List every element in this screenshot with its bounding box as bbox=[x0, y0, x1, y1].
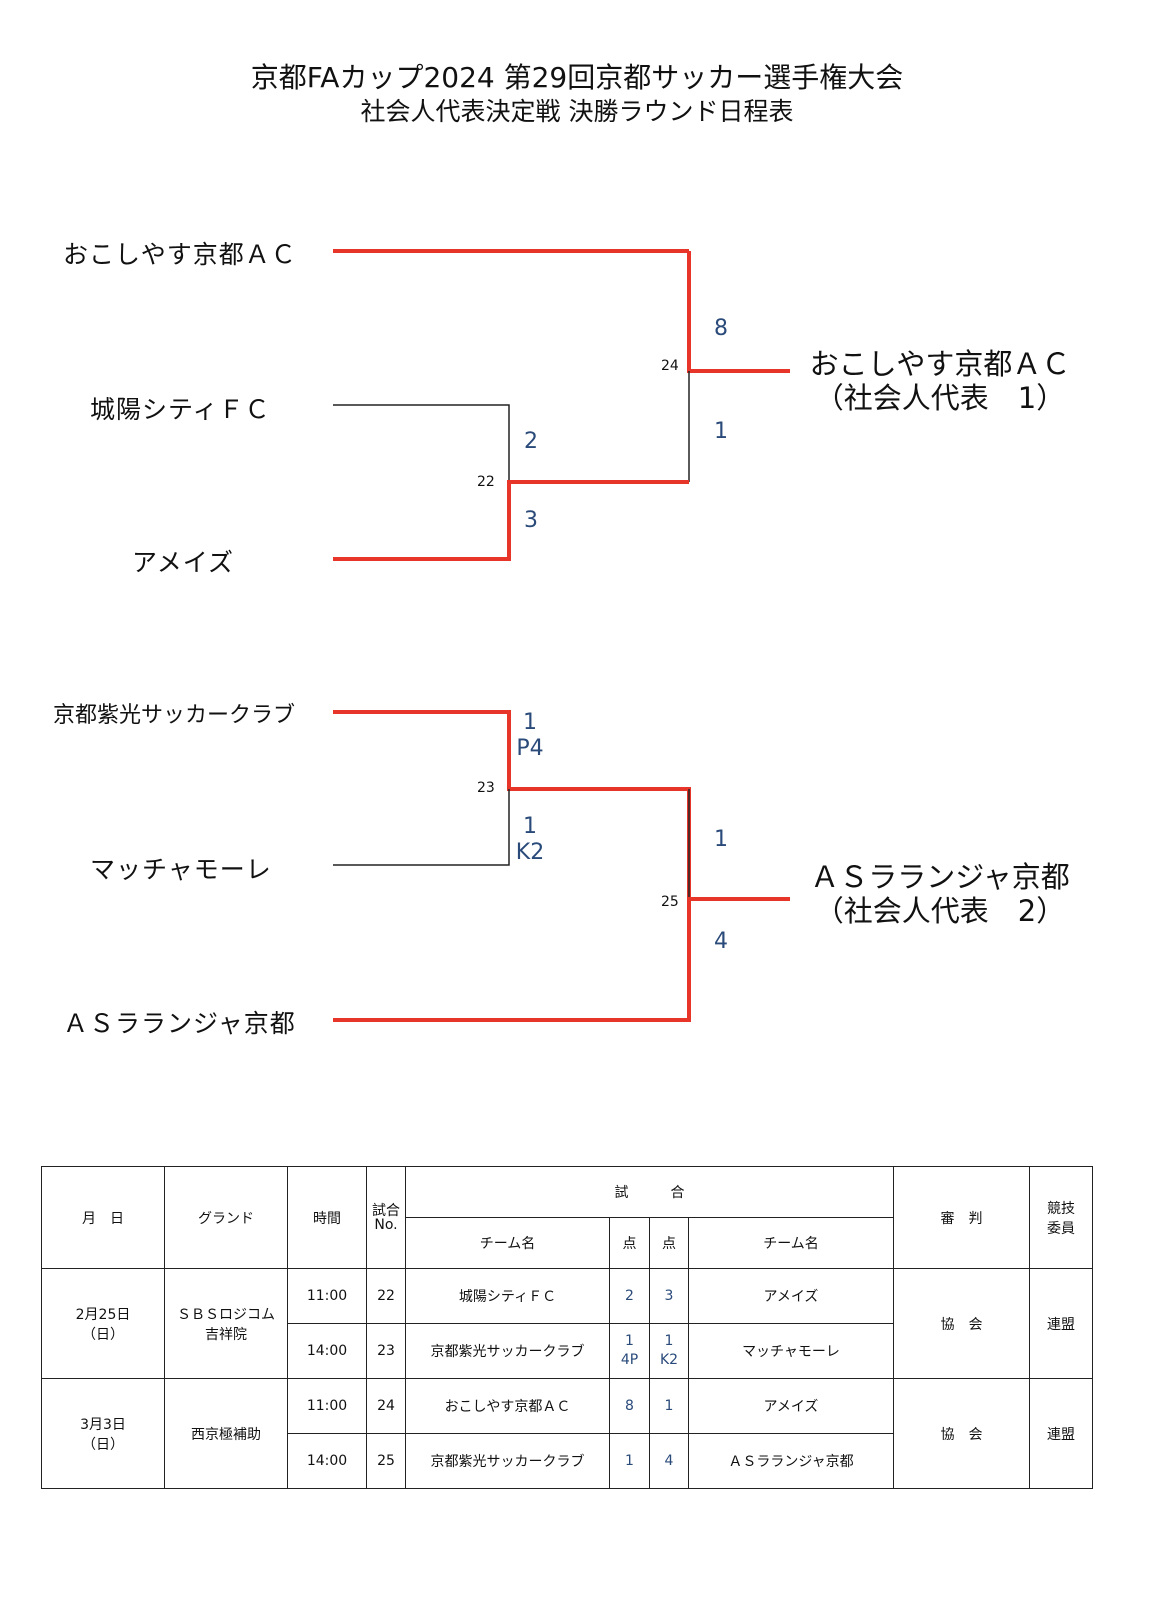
row-1-score-b: 3 bbox=[649, 1268, 689, 1324]
row-1-score-a: 2 bbox=[609, 1268, 650, 1324]
day-1-referee: 協 会 bbox=[893, 1268, 1030, 1379]
row-4-team-a: 京都紫光サッカークラブ bbox=[405, 1433, 610, 1489]
score-m25-top: 1 bbox=[714, 827, 728, 852]
table-row: 14:00 23 京都紫光サッカークラブ 1 4P 1 K2 マッチャモーレ bbox=[42, 1323, 1093, 1379]
match-number-24: 24 bbox=[661, 358, 679, 374]
row-3-score-a: 8 bbox=[609, 1378, 650, 1434]
header-match: 試 合 bbox=[405, 1166, 894, 1218]
bracket-team-joyo: 城陽シティＦＣ bbox=[90, 395, 271, 424]
row-2-no: 23 bbox=[366, 1323, 406, 1379]
header-committee-line1: 競技 bbox=[1047, 1200, 1075, 1217]
page-subtitle: 社会人代表決定戦 決勝ラウンド日程表 bbox=[360, 97, 794, 126]
score-m25-bottom: 4 bbox=[714, 929, 728, 954]
row-3-time: 11:00 bbox=[287, 1378, 367, 1434]
schedule-table: 月 日 グランド 時間 試合 No. 試 合 審 判 競技 委員 チーム名 点 … bbox=[41, 1166, 1093, 1489]
header-referee: 審 判 bbox=[893, 1166, 1030, 1269]
row-2-score-b-pk: K2 bbox=[659, 1352, 679, 1368]
score-m23-top: 1 bbox=[523, 710, 537, 735]
bracket-team-matcha: マッチャモーレ bbox=[90, 855, 272, 884]
table-row: 14:00 25 京都紫光サッカークラブ 1 4 ＡＳラランジャ京都 bbox=[42, 1433, 1093, 1489]
day-1-committee: 連盟 bbox=[1029, 1268, 1093, 1379]
bracket-team-shiko: 京都紫光サッカークラブ bbox=[53, 703, 296, 728]
row-4-score-a: 1 bbox=[609, 1433, 650, 1489]
day-1-weekday: （日） bbox=[82, 1326, 124, 1343]
row-1-time: 11:00 bbox=[287, 1268, 367, 1324]
score-m22-bottom: 3 bbox=[524, 508, 538, 533]
row-3-team-a: おこしやす京都ＡＣ bbox=[405, 1378, 610, 1434]
row-2-time: 14:00 bbox=[287, 1323, 367, 1379]
row-1-no: 22 bbox=[366, 1268, 406, 1324]
bracket-team-laranja: ＡＳラランジャ京都 bbox=[63, 1009, 296, 1038]
day-1-date-text: 2月25日 bbox=[75, 1306, 131, 1323]
page-title: 京都FAカップ2024 第29回京都サッカー選手権大会 bbox=[250, 61, 904, 94]
row-1-team-a: 城陽シティＦＣ bbox=[405, 1268, 610, 1324]
day-1-ground-line1: ＳＢＳロジコム bbox=[177, 1306, 275, 1323]
header-match-no: 試合 No. bbox=[366, 1166, 406, 1269]
winner-1-name: おこしやす京都ＡＣ bbox=[809, 347, 1071, 381]
header-score-b: 点 bbox=[649, 1217, 689, 1269]
score-m22-top: 2 bbox=[524, 429, 538, 454]
row-2-score-a-main: 1 bbox=[625, 1333, 634, 1349]
day-1-date: 2月25日 （日） bbox=[41, 1268, 165, 1379]
header-time: 時間 bbox=[287, 1166, 367, 1269]
match-number-23: 23 bbox=[477, 780, 495, 796]
score-m23-bottom-pk: K2 bbox=[515, 840, 545, 865]
header-committee-line2: 委員 bbox=[1047, 1220, 1075, 1237]
day-2-ground: 西京極補助 bbox=[164, 1378, 288, 1489]
row-4-team-b: ＡＳラランジャ京都 bbox=[688, 1433, 894, 1489]
row-3-team-b: アメイズ bbox=[688, 1378, 894, 1434]
winner-2: ＡＳラランジャ京都 （社会人代表 2） bbox=[800, 860, 1080, 928]
day-2-referee: 協 会 bbox=[893, 1378, 1030, 1489]
line-matcha bbox=[333, 789, 510, 866]
row-3-score-b: 1 bbox=[649, 1378, 689, 1434]
header-match-no-sub: No. bbox=[374, 1216, 398, 1233]
row-3-no: 24 bbox=[366, 1378, 406, 1434]
row-2-score-a: 1 4P bbox=[609, 1323, 650, 1379]
table-row: 2月25日 （日） ＳＢＳロジコム 吉祥院 11:00 22 城陽シティＦＣ 2… bbox=[41, 1268, 1093, 1379]
row-1-team-b: アメイズ bbox=[688, 1268, 894, 1324]
header-team-b: チーム名 bbox=[688, 1217, 894, 1269]
bracket-team-okoshiyasu: おこしやす京都ＡＣ bbox=[63, 240, 297, 269]
row-2-team-b: マッチャモーレ bbox=[688, 1323, 894, 1379]
row-4-no: 25 bbox=[366, 1433, 406, 1489]
row-4-score-b: 4 bbox=[649, 1433, 689, 1489]
bracket-team-ameizu: アメイズ bbox=[132, 548, 235, 577]
line-m24-vertical-win bbox=[687, 251, 790, 373]
row-2-score-a-pk: 4P bbox=[620, 1352, 639, 1368]
bracket-lines bbox=[333, 249, 790, 1022]
line-joyo bbox=[333, 404, 510, 482]
header-date: 月 日 bbox=[41, 1166, 165, 1269]
day-2-weekday: （日） bbox=[82, 1436, 124, 1453]
score-m23-top-pk: P4 bbox=[516, 736, 544, 761]
winner-1: おこしやす京都ＡＣ （社会人代表 1） bbox=[800, 347, 1080, 415]
header-score-a: 点 bbox=[609, 1217, 650, 1269]
winner-2-label: （社会人代表 2） bbox=[814, 894, 1066, 928]
line-laranja bbox=[333, 897, 790, 1022]
winner-2-name: ＡＳラランジャ京都 bbox=[810, 860, 1070, 894]
match-number-25: 25 bbox=[661, 894, 679, 910]
header-team-a: チーム名 bbox=[405, 1217, 610, 1269]
day-2-committee: 連盟 bbox=[1029, 1378, 1093, 1489]
header-ground: グランド bbox=[164, 1166, 288, 1269]
day-1-ground-line2: 吉祥院 bbox=[205, 1326, 247, 1343]
row-2-team-a: 京都紫光サッカークラブ bbox=[405, 1323, 610, 1379]
day-2-date-text: 3月3日 bbox=[80, 1416, 126, 1433]
score-m24-top: 8 bbox=[714, 316, 728, 341]
match-number-22: 22 bbox=[477, 474, 495, 490]
row-4-time: 14:00 bbox=[287, 1433, 367, 1489]
row-2-score-b-main: 1 bbox=[664, 1333, 674, 1349]
score-m23-bottom: 1 bbox=[523, 814, 537, 839]
line-ameizu bbox=[333, 480, 689, 561]
day-1-ground: ＳＢＳロジコム 吉祥院 bbox=[164, 1268, 288, 1379]
header-match-no-label: 試合 bbox=[372, 1202, 400, 1219]
winner-1-label: （社会人代表 1） bbox=[814, 381, 1066, 415]
day-2-date: 3月3日 （日） bbox=[41, 1378, 165, 1489]
row-2-score-b: 1 K2 bbox=[649, 1323, 689, 1379]
score-m24-bottom: 1 bbox=[714, 419, 728, 444]
day-2-ground-line1: 西京極補助 bbox=[191, 1426, 261, 1443]
table-row: 3月3日 （日） 西京極補助 11:00 24 おこしやす京都ＡＣ 8 1 アメ… bbox=[41, 1378, 1093, 1489]
header-committee: 競技 委員 bbox=[1029, 1166, 1093, 1269]
